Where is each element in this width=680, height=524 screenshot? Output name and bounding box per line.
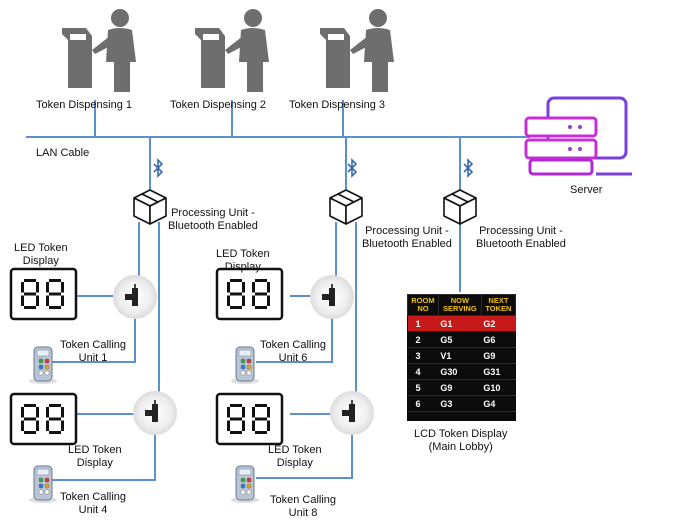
lcd-next-cell: G10 bbox=[481, 379, 516, 396]
lcd-room-cell: 6 bbox=[407, 395, 439, 412]
connector-hub-icon bbox=[113, 275, 157, 319]
led-display-3-label: LED Token Display bbox=[68, 444, 122, 469]
led-display-panel bbox=[215, 267, 284, 321]
lcd-room-cell: 1 bbox=[407, 315, 439, 332]
lcd-next-cell: G4 bbox=[481, 395, 516, 412]
calling-unit-4-label: Token Calling Unit 4 bbox=[60, 491, 127, 516]
led-displays bbox=[9, 267, 284, 446]
processing-unit-3-label: Processing Unit - Bluetooth Enabled bbox=[476, 225, 566, 250]
connector-hub-icon bbox=[310, 275, 354, 319]
lcd-next-cell: G2 bbox=[481, 315, 516, 332]
led-display-1-label: LED Token Display bbox=[14, 242, 68, 267]
lcd-header-next-token: NEXT TOKEN bbox=[480, 294, 517, 316]
box-icon bbox=[329, 189, 363, 225]
bluetooth-icons bbox=[153, 158, 474, 178]
caller4-link bbox=[52, 424, 156, 481]
server-label: Server bbox=[570, 184, 603, 196]
remote-keypad-icon bbox=[231, 346, 259, 384]
lcd-room-cell: 3 bbox=[407, 347, 439, 364]
processing-unit-1-label: Processing Unit - Bluetooth Enabled bbox=[168, 207, 258, 232]
connector-hubs bbox=[113, 275, 374, 435]
caller8-link bbox=[256, 424, 353, 479]
lcd-serving-cell: G1 bbox=[438, 315, 482, 332]
kiosk-user-icon bbox=[195, 9, 269, 92]
remote-keypad-icon bbox=[29, 465, 57, 503]
box-icon bbox=[443, 189, 477, 225]
lcd-next-cell: G9 bbox=[481, 347, 516, 364]
led-display-panel bbox=[215, 392, 284, 446]
calling-unit-6-label: Token Calling Unit 6 bbox=[260, 339, 327, 364]
led-display-panel bbox=[9, 267, 78, 321]
led-display-4-label: LED Token Display bbox=[268, 444, 322, 469]
lcd-serving-cell: G9 bbox=[438, 379, 482, 396]
lcd-serving-cell: G5 bbox=[438, 331, 482, 348]
processing-unit-boxes bbox=[133, 189, 477, 225]
caller6-link bbox=[256, 312, 333, 363]
bluetooth-icon bbox=[347, 158, 358, 178]
connector-hub-icon bbox=[133, 391, 177, 435]
lcd-header-now-serving: NOW SERVING bbox=[437, 294, 482, 316]
kiosk-icons bbox=[62, 9, 394, 92]
lcd-room-cell: 2 bbox=[407, 331, 439, 348]
lcd-next-cell: G31 bbox=[481, 363, 516, 380]
led-display-2-label: LED Token Display bbox=[216, 248, 270, 273]
bluetooth-icon bbox=[463, 158, 474, 178]
caller1-link bbox=[52, 312, 136, 363]
kiosk-2-label: Token Dispensing 2 bbox=[170, 99, 267, 111]
lcd-serving-cell: V1 bbox=[438, 347, 482, 364]
processing-unit-2-label: Processing Unit - Bluetooth Enabled bbox=[362, 225, 452, 250]
server-computer-icon bbox=[524, 96, 632, 176]
lcd-next-cell: G6 bbox=[481, 331, 516, 348]
lcd-serving-cell: G3 bbox=[438, 395, 482, 412]
remote-keypad-icon bbox=[231, 465, 259, 503]
connector-hub-icon bbox=[330, 391, 374, 435]
lcd-display-label: LCD Token Display (Main Lobby) bbox=[414, 428, 508, 453]
lcd-room-cell: 5 bbox=[407, 379, 439, 396]
box-icon bbox=[133, 189, 167, 225]
lcd-serving-cell: G30 bbox=[438, 363, 482, 380]
led-display-panel bbox=[9, 392, 78, 446]
bluetooth-icon bbox=[153, 158, 164, 178]
kiosk-3-label: Token Dispensing 3 bbox=[289, 99, 386, 111]
lcd-room-cell: 4 bbox=[407, 363, 439, 380]
kiosk-user-icon bbox=[320, 9, 394, 92]
kiosk-user-icon bbox=[62, 9, 136, 92]
lan-cable-label: LAN Cable bbox=[36, 147, 90, 159]
calling-unit-icons bbox=[29, 346, 259, 503]
calling-unit-1-label: Token Calling Unit 1 bbox=[60, 339, 127, 364]
remote-keypad-icon bbox=[29, 346, 57, 384]
kiosk-1-label: Token Dispensing 1 bbox=[36, 99, 133, 111]
lcd-header-room: ROOM NO bbox=[407, 294, 439, 316]
calling-unit-8-label: Token Calling Unit 8 bbox=[270, 494, 337, 519]
